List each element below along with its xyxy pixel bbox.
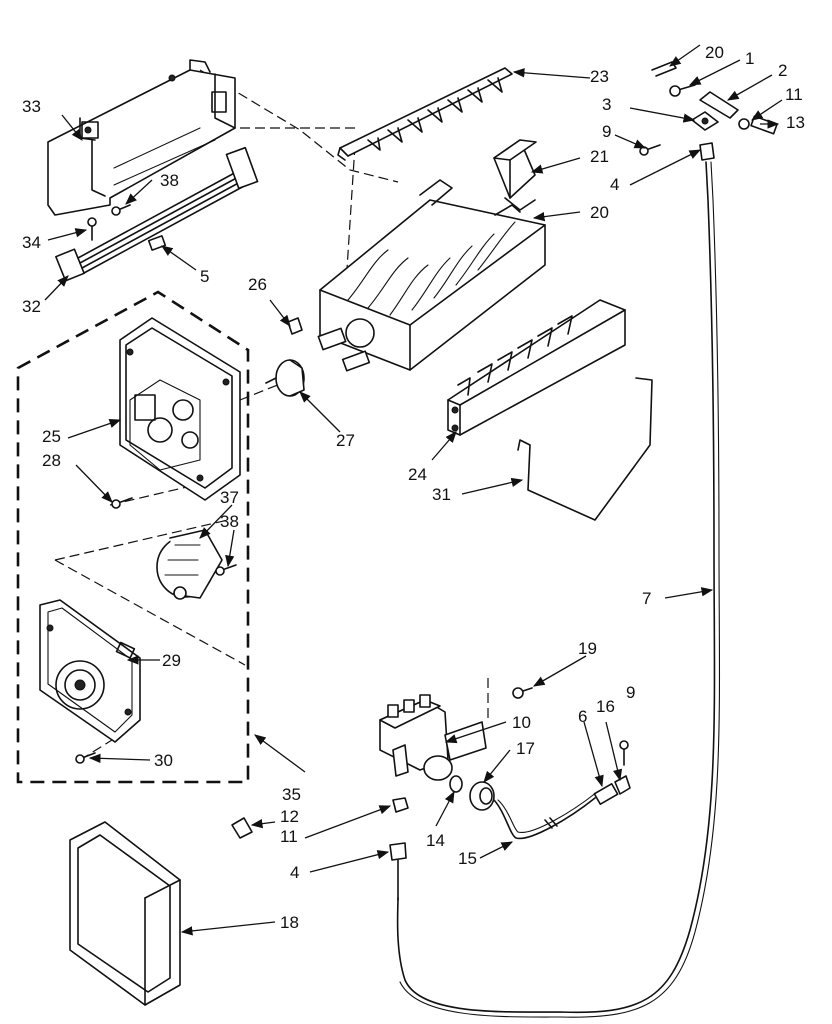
label-33: 33 xyxy=(22,97,41,116)
screw-9-bottom xyxy=(619,740,629,766)
label-24: 24 xyxy=(408,465,427,484)
label-28: 28 xyxy=(42,451,61,470)
water-tube-7 xyxy=(396,161,716,1014)
label-20: 20 xyxy=(590,203,609,222)
screw-34 xyxy=(87,217,97,241)
water-tube-7-inner xyxy=(399,161,721,1018)
label-36: 38 xyxy=(160,171,179,190)
fitting-17 xyxy=(469,781,495,811)
label-16: 16 xyxy=(596,697,615,716)
label-7: 7 xyxy=(642,589,651,608)
label-29: 29 xyxy=(162,651,181,670)
control-housing-25 xyxy=(119,317,241,501)
nut-11 xyxy=(392,797,409,813)
grommet-4-bottom xyxy=(389,842,407,901)
label-12: 12 xyxy=(280,807,299,826)
label-11: 11 xyxy=(280,827,298,846)
ice-mold-20 xyxy=(317,179,546,372)
fill-cup-2 xyxy=(699,91,739,119)
thermostat-27 xyxy=(265,359,305,397)
label-30: 30 xyxy=(154,751,173,770)
label-26: 26 xyxy=(248,275,267,294)
label-35: 35 xyxy=(282,785,301,804)
callout-labels: 20 1 2 3 11 13 9 4 23 21 20 33 38 34 5 3… xyxy=(22,43,805,932)
label-8: 11 xyxy=(785,85,803,104)
washer-14 xyxy=(449,775,463,793)
label-18: 18 xyxy=(280,913,299,932)
washer-8 xyxy=(738,118,750,130)
control-assembly-box-35 xyxy=(16,290,250,784)
front-cover-24 xyxy=(447,299,626,436)
inlet-tube-15 xyxy=(493,797,596,840)
shutoff-arm-31 xyxy=(517,377,653,521)
mounting-bracket-33 xyxy=(47,59,236,216)
mounting-plate-29 xyxy=(39,599,141,743)
screw-38 xyxy=(215,564,237,576)
clip-26 xyxy=(287,317,303,335)
label-6: 6 xyxy=(578,707,587,726)
wire-nut-12 xyxy=(231,817,253,839)
label-14: 14 xyxy=(426,831,445,850)
label-4-bottom: 4 xyxy=(290,863,299,882)
label-1: 1 xyxy=(745,49,754,68)
fill-cup-support-3 xyxy=(691,111,719,131)
label-22: 21 xyxy=(590,147,609,166)
label-10: 10 xyxy=(512,713,531,732)
screw-19 xyxy=(512,687,533,699)
label-37: 37 xyxy=(220,488,239,507)
label-34: 34 xyxy=(22,233,41,252)
label-5: 5 xyxy=(200,267,209,286)
label-27: 27 xyxy=(336,431,355,450)
motor-37 xyxy=(156,529,223,600)
label-19: 19 xyxy=(578,639,597,658)
screw-36 xyxy=(111,204,131,216)
wire-harness-32 xyxy=(55,146,259,282)
label-17: 17 xyxy=(516,739,535,758)
label-13: 13 xyxy=(786,113,805,132)
water-valve-10 xyxy=(379,694,487,781)
leader-lines xyxy=(44,44,783,936)
label-38: 38 xyxy=(220,512,239,531)
label-2: 2 xyxy=(778,61,787,80)
ice-bin-18 xyxy=(69,821,181,1006)
label-25: 25 xyxy=(42,427,61,446)
label-9-bottom: 9 xyxy=(626,683,635,702)
label-4-top: 4 xyxy=(610,175,619,194)
clamp-16 xyxy=(614,775,631,795)
ejector-23 xyxy=(337,67,513,161)
inlet-tube-15-b xyxy=(497,791,598,833)
label-15: 15 xyxy=(458,849,477,868)
label-31: 31 xyxy=(432,485,451,504)
shield-22 xyxy=(493,139,537,211)
grommet-4-top xyxy=(699,142,715,161)
label-9-top: 9 xyxy=(602,122,611,141)
compression-nut-6 xyxy=(593,783,619,805)
screw-1 xyxy=(669,84,696,97)
label-32: 32 xyxy=(22,297,41,316)
label-23: 23 xyxy=(590,67,609,86)
plug-5 xyxy=(147,235,167,251)
label-3: 3 xyxy=(602,95,611,114)
screw-28 xyxy=(111,497,133,509)
label-21: 20 xyxy=(705,43,724,62)
